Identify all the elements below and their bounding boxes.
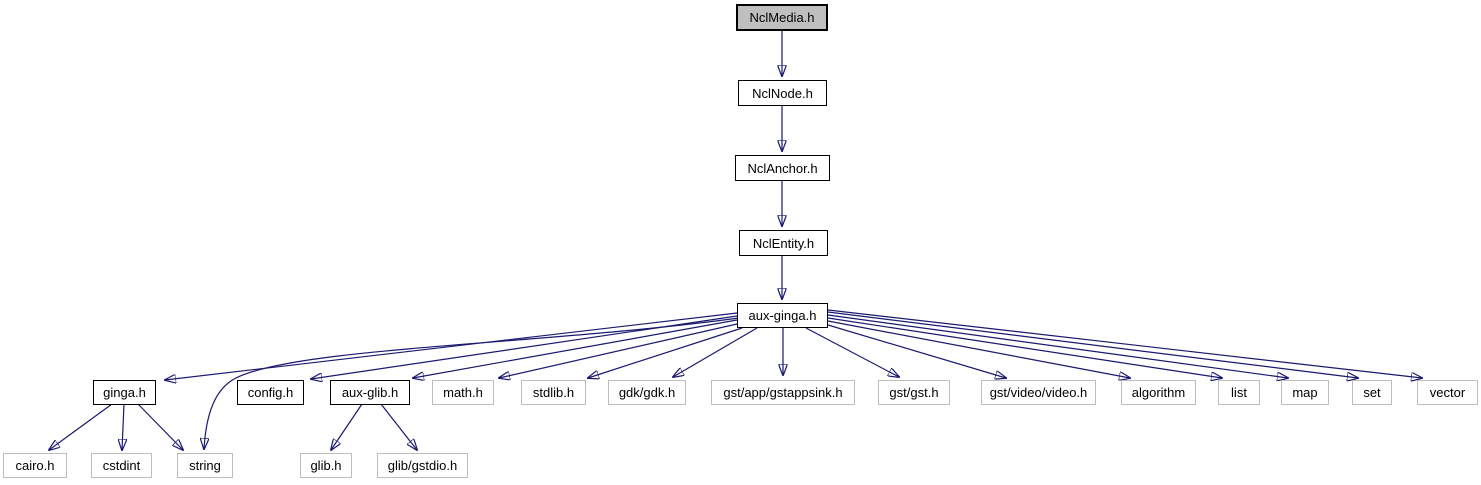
edge-auxginga-auxglib	[413, 319, 738, 378]
edge-auxginga-list	[827, 317, 1222, 378]
edge-auxginga-string	[204, 317, 740, 449]
node-cstdint: cstdint	[91, 453, 152, 478]
node-gst-video-video-h: gst/video/video.h	[981, 380, 1096, 405]
edge-ginga-cstdint	[122, 403, 124, 450]
node-list: list	[1218, 380, 1260, 405]
node-ginga-h[interactable]: ginga.h	[93, 380, 156, 405]
edge-auxglib-glib	[331, 403, 363, 450]
node-glib-h: glib.h	[300, 453, 352, 478]
node-nclmedia-h: NclMedia.h	[736, 4, 828, 31]
node-nclanchor-h[interactable]: NclAnchor.h	[735, 155, 830, 181]
node-nclnode-h[interactable]: NclNode.h	[738, 80, 827, 106]
edge-auxginga-vector	[827, 309, 1422, 378]
edge-auxginga-math	[499, 323, 738, 378]
node-glib-gstdio-h: glib/gstdio.h	[377, 453, 468, 478]
node-vector: vector	[1417, 380, 1478, 405]
edge-auxginga-map	[827, 314, 1288, 378]
node-config-h[interactable]: config.h	[237, 380, 304, 405]
edge-auxginga-gstgst	[805, 327, 899, 377]
edge-auxginga-ginga	[165, 312, 738, 380]
node-math-h: math.h	[432, 380, 494, 405]
node-aux-ginga-h[interactable]: aux-ginga.h	[737, 303, 828, 328]
node-gdk-gdk-h: gdk/gdk.h	[608, 380, 686, 405]
edge-auxginga-stdlib	[588, 327, 743, 378]
node-algorithm: algorithm	[1121, 380, 1196, 405]
node-gst-gst-h: gst/gst.h	[878, 380, 950, 405]
edge-auxginga-gdk	[673, 327, 758, 377]
node-stdlib-h: stdlib.h	[521, 380, 586, 405]
node-set: set	[1352, 380, 1392, 405]
node-cairo-h: cairo.h	[3, 453, 67, 478]
edge-auxglib-gstdio	[380, 403, 417, 450]
edge-auxginga-set	[827, 311, 1358, 378]
node-aux-glib-h[interactable]: aux-glib.h	[330, 380, 410, 405]
edge-ginga-string	[137, 403, 183, 450]
node-string: string	[177, 453, 233, 478]
edge-auxginga-gstvideo	[827, 324, 1006, 378]
node-gst-app-gstappsink-h: gst/app/gstappsink.h	[711, 380, 855, 405]
edge-ginga-cairo	[49, 403, 113, 450]
node-nclentity-h[interactable]: NclEntity.h	[739, 230, 828, 256]
edge-auxginga-algorithm	[827, 320, 1130, 378]
node-map: map	[1281, 380, 1329, 405]
